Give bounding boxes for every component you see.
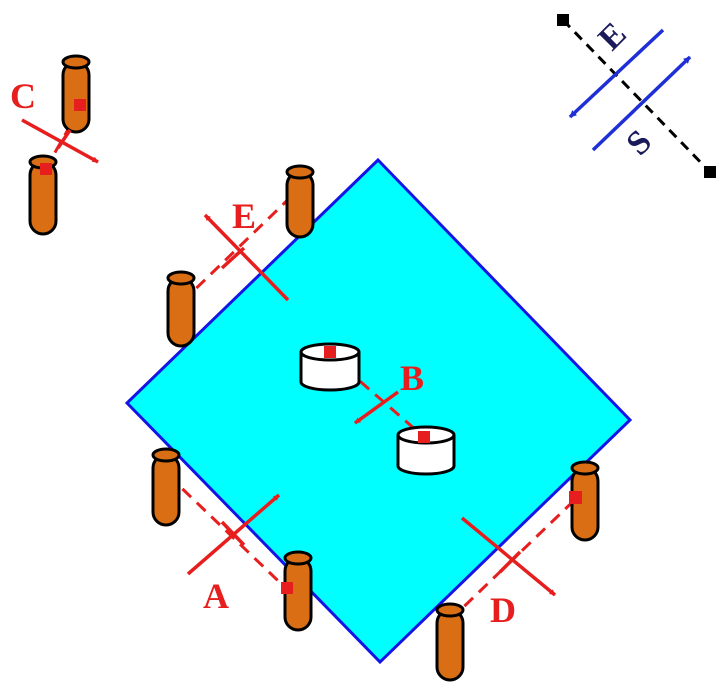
red-markers [40, 99, 582, 594]
pillar-c-bottom [28, 154, 58, 236]
pillar-bottom-right [435, 602, 465, 682]
compass-arrow-ne [591, 55, 692, 152]
tick-d [498, 550, 522, 574]
arrow-c [21, 118, 99, 164]
red-arrows [21, 118, 557, 597]
label-a: A [203, 576, 229, 616]
marker-a [281, 582, 293, 594]
tick-c [56, 129, 72, 149]
marker-b-upper [324, 346, 336, 358]
arrow-e [203, 213, 290, 302]
compass-dashed-axis [561, 18, 712, 174]
pillar-bottom-mid [283, 550, 313, 632]
pillar-right [570, 460, 600, 542]
dash-d-edge [448, 488, 587, 622]
pillar-left-lower [151, 447, 181, 527]
arrow-b [353, 390, 400, 425]
compass-label-s: S [619, 123, 659, 163]
label-b: B [400, 358, 424, 398]
compass: E S [557, 14, 716, 178]
tick-e [220, 246, 246, 270]
compass-label-e: E [591, 15, 633, 57]
label-c: C [10, 76, 36, 116]
marker-c-lower [40, 163, 52, 175]
compass-end-top [557, 14, 569, 26]
arrow-d [460, 516, 557, 597]
marker-b-lower [418, 431, 430, 443]
dash-e-edge [180, 188, 300, 304]
marker-c-upper [74, 99, 86, 111]
label-d: D [490, 590, 516, 630]
pillar-c-top [61, 54, 91, 134]
pillars [28, 54, 600, 682]
pillar-top [285, 164, 315, 239]
tick-a [220, 520, 246, 547]
diamond-plate [124, 157, 633, 665]
compass-end-bottom [704, 166, 716, 178]
label-e: E [232, 196, 256, 236]
pillar-left-upper [166, 270, 196, 348]
marker-d [569, 491, 582, 504]
compass-arrow-sw [568, 28, 665, 119]
